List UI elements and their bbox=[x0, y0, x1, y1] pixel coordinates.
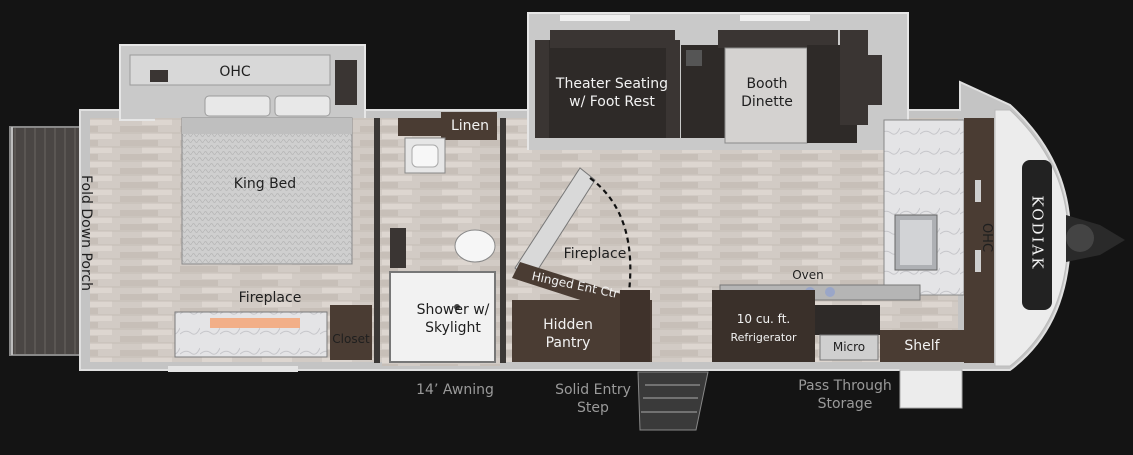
refrigerator-size-label: 10 cu. ft. bbox=[736, 312, 791, 326]
pass-through-storage-door bbox=[899, 369, 963, 409]
king-bed bbox=[181, 95, 353, 265]
front-cap bbox=[994, 109, 1069, 367]
closet-label: Closet bbox=[332, 332, 370, 346]
entry-steps bbox=[637, 371, 709, 431]
fireplace-bedroom-label: Fireplace bbox=[238, 290, 302, 306]
bedroom-fireplace bbox=[174, 311, 328, 358]
awning-label: 14’ Awning bbox=[416, 382, 494, 398]
hitch bbox=[1066, 215, 1125, 262]
oven-label: Oven bbox=[792, 268, 824, 282]
shower-label: Shower w/ Skylight bbox=[416, 302, 490, 336]
wall-bath-living bbox=[500, 118, 506, 363]
kodiak-logo: KODIAK bbox=[1028, 195, 1047, 271]
solid-entry-step-label: Solid Entry Step bbox=[555, 382, 631, 416]
kitchen-counter bbox=[719, 118, 994, 363]
theater-seating bbox=[535, 30, 726, 138]
micro-label: Micro bbox=[832, 340, 866, 354]
pantry-side bbox=[620, 290, 650, 362]
ohc-kitchen-label: OHC bbox=[979, 222, 995, 253]
closet bbox=[330, 305, 372, 360]
awning-bar bbox=[168, 366, 298, 372]
wall-bed-bath bbox=[374, 118, 380, 363]
ohc-bedroom-label: OHC bbox=[219, 64, 251, 80]
refrigerator-label: Refrigerator bbox=[730, 331, 797, 344]
bathroom bbox=[382, 112, 500, 366]
refrigerator-block bbox=[712, 290, 965, 362]
shelf-label: Shelf bbox=[904, 338, 940, 354]
king-bed-label: King Bed bbox=[233, 176, 297, 192]
theater-seating-label: Theater Seating w/ Foot Rest bbox=[555, 76, 669, 110]
linen-label: Linen bbox=[450, 118, 490, 134]
fold-down-porch-label: Fold Down Porch bbox=[78, 175, 94, 291]
booth-dinette-label: Booth Dinette bbox=[741, 76, 793, 110]
hidden-pantry-label: Hidden Pantry bbox=[543, 317, 593, 351]
booth-dinette bbox=[718, 30, 882, 144]
fold-down-porch bbox=[9, 126, 83, 356]
fireplace-living-label: Fireplace bbox=[563, 246, 627, 262]
pass-through-storage-label: Pass Through Storage bbox=[798, 378, 892, 412]
